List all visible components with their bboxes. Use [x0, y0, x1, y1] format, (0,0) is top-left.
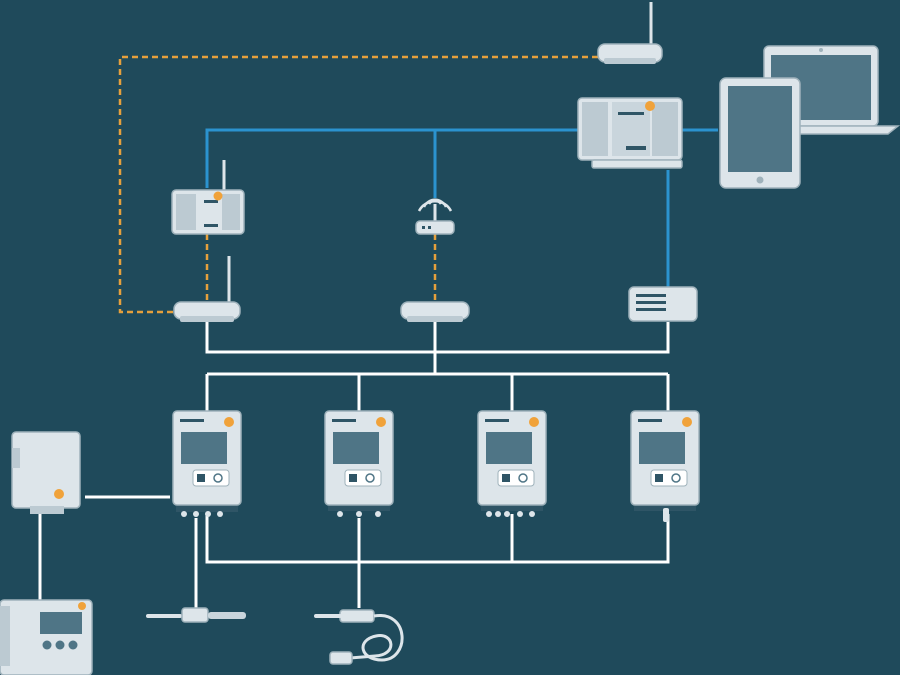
lan-links [205, 128, 718, 288]
wifi-router-icon[interactable] [415, 198, 455, 235]
base-station-icon[interactable] [171, 160, 245, 235]
bus-links [38, 322, 670, 608]
control-unit-icon[interactable] [0, 599, 93, 675]
tablet-icon[interactable] [719, 77, 801, 189]
router-middle-icon[interactable] [400, 301, 470, 322]
data-logger-icon[interactable] [324, 410, 394, 517]
radio-link-top-router [118, 55, 598, 314]
module-box-icon[interactable] [11, 431, 81, 514]
data-logger-icon[interactable] [630, 410, 700, 522]
radio-router-left-icon[interactable] [173, 256, 241, 322]
cable-probe-icon[interactable] [314, 609, 404, 665]
bus-bottom-row [205, 514, 670, 564]
bus-router-row [205, 322, 670, 354]
probe-icon[interactable] [146, 607, 246, 623]
data-logger-icon[interactable] [172, 410, 242, 517]
lan-link-base-station [205, 128, 580, 188]
server-icon[interactable] [577, 97, 683, 169]
gateway-icon[interactable] [628, 286, 698, 322]
data-logger-icon[interactable] [477, 410, 547, 517]
top-router-icon[interactable] [597, 2, 663, 64]
radio-links [118, 55, 598, 314]
